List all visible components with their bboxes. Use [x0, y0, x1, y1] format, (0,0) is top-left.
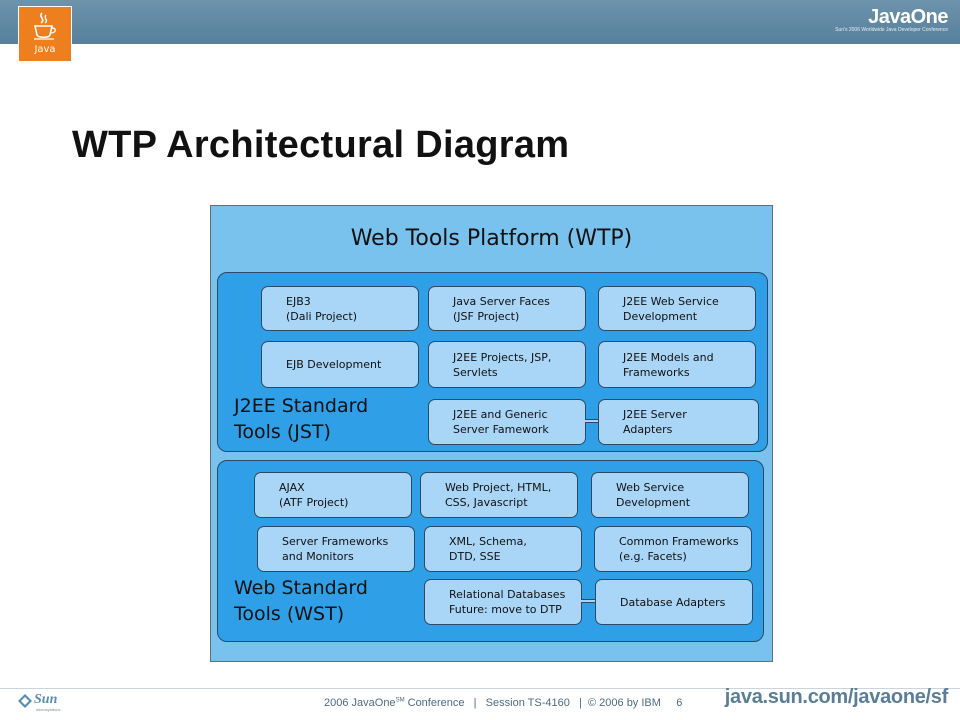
wst-box-server-frameworks: Server Frameworks and Monitors: [257, 526, 415, 572]
page-title: WTP Architectural Diagram: [72, 124, 570, 166]
wst-box-web-service: Web Service Development: [591, 472, 749, 518]
wst-box-relational-databases: Relational Databases Future: move to DTP: [424, 579, 582, 625]
jst-label: J2EE Standard Tools (JST): [234, 395, 369, 443]
footer-session-info: 2006 JavaOneSM Conference | Session TS-4…: [324, 697, 682, 709]
sun-diamond-icon: [18, 694, 32, 708]
header-bar: [0, 0, 960, 44]
wtp-title: Web Tools Platform (WTP): [350, 226, 633, 251]
wst-box-database-adapters: Database Adapters: [595, 579, 753, 625]
jst-box-models: J2EE Models and Frameworks: [598, 341, 756, 388]
wst-box-xml-schema: XML, Schema, DTD, SSE: [424, 526, 582, 572]
sun-logo: Sun microsystems: [18, 692, 64, 712]
jst-box-projects-jsp: J2EE Projects, JSP, Servlets: [428, 341, 586, 388]
javaone-logo-text: JavaOne: [868, 6, 948, 28]
javaone-tagline: Sun's 2006 Worldwide Java Developer Conf…: [835, 27, 948, 33]
jst-group: EJB3 (Dali Project) Java Server Faces (J…: [217, 272, 768, 452]
sun-tagline: microsystems: [36, 707, 61, 712]
footer-divider: [0, 688, 960, 689]
jst-box-generic-server: J2EE and Generic Server Famework: [428, 399, 586, 445]
java-cup-icon: [34, 12, 56, 40]
wst-connector: [581, 599, 597, 603]
jst-connector: [585, 419, 600, 423]
footer-url: java.sun.com/javaone/sf: [724, 686, 949, 708]
javaone-logo: JavaOne Sun's 2006 Worldwide Java Develo…: [835, 6, 948, 33]
java-logo: Java: [18, 6, 72, 62]
wtp-diagram: Web Tools Platform (WTP) EJB3 (Dali Proj…: [210, 205, 773, 662]
wst-group: AJAX (ATF Project) Web Project, HTML, CS…: [217, 460, 764, 642]
footer-conference-rest: Conference | Session TS-4160 | © 2006 by…: [404, 697, 683, 709]
jst-box-ejb-development: EJB Development: [261, 341, 419, 388]
sun-logo-text: Sun: [34, 692, 58, 707]
wst-box-common-frameworks: Common Frameworks (e.g. Facets): [594, 526, 752, 572]
jst-box-jsf: Java Server Faces (JSF Project): [428, 286, 586, 331]
footer-sm-mark: SM: [395, 697, 405, 704]
jst-box-server-adapters: J2EE Server Adapters: [598, 399, 759, 445]
jst-box-web-service: J2EE Web Service Development: [598, 286, 756, 331]
wst-label: Web Standard Tools (WST): [234, 577, 368, 625]
wst-box-web-project: Web Project, HTML, CSS, Javascript: [420, 472, 578, 518]
java-logo-text: Java: [34, 44, 56, 55]
wst-box-ajax: AJAX (ATF Project): [254, 472, 412, 518]
jst-box-ejb3: EJB3 (Dali Project): [261, 286, 419, 331]
footer-conference-prefix: 2006 JavaOne: [324, 697, 396, 709]
